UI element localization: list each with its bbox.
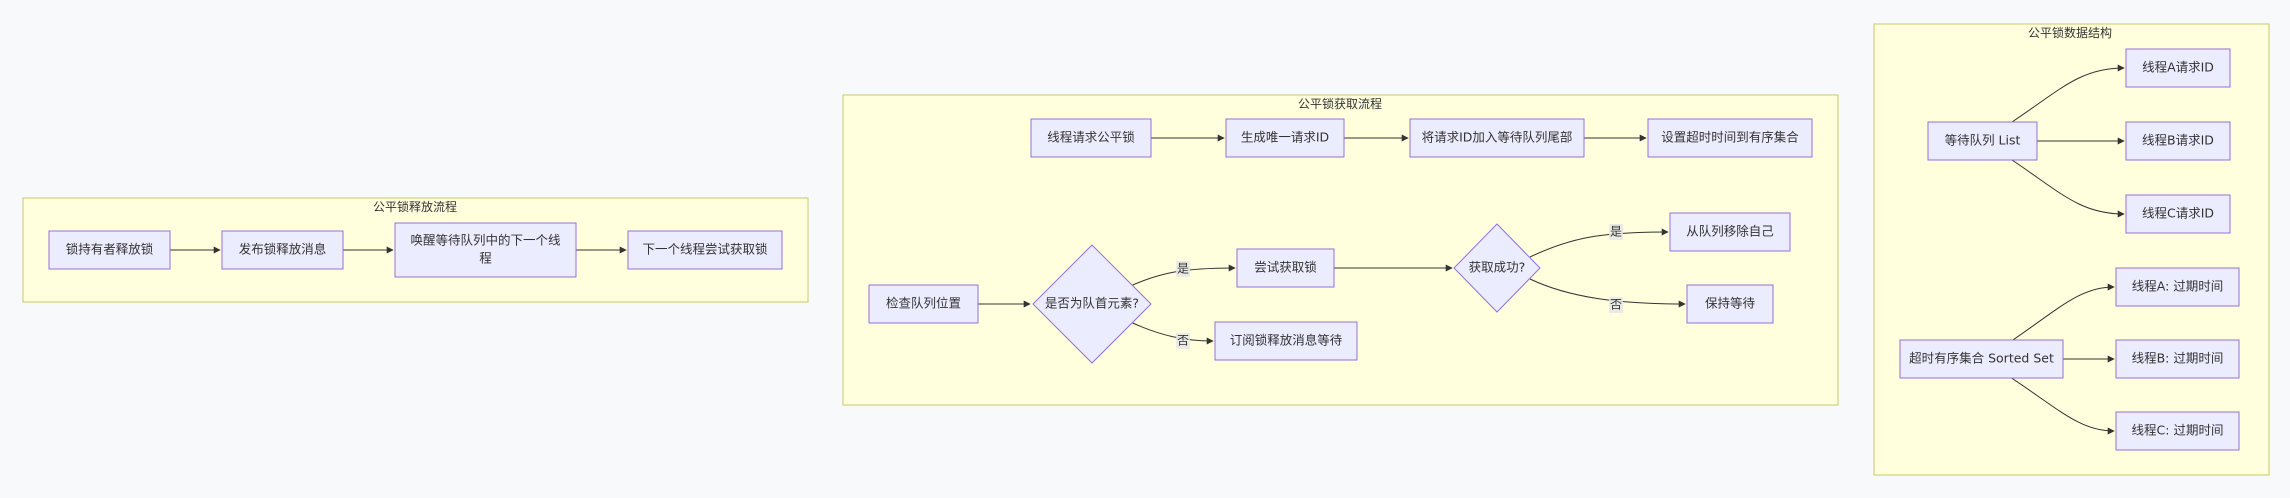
svg-text:线程C请求ID: 线程C请求ID [2142,206,2214,221]
edge-success-yes [1529,228,1669,258]
node-keep-waiting: 保持等待 [1686,284,1774,324]
node-set-timeout: 设置超时时间到有序集合 [1647,118,1813,158]
svg-text:设置超时时间到有序集合: 设置超时时间到有序集合 [1661,130,1799,145]
edge-label-success-no: 否 [1610,298,1622,312]
node-wake-next-thread: 唤醒等待队列中的下一个线 程 [394,222,577,278]
edge-set-to-a [2009,283,2115,343]
node-request-fair-lock: 线程请求公平锁 [1030,118,1152,158]
svg-text:下一个线程尝试获取锁: 下一个线程尝试获取锁 [642,242,768,257]
edge-labels: 是 否 是 否 [1176,224,1623,349]
edge-set-to-c [2009,376,2115,435]
cluster-data-structure: 公平锁数据结构 [1873,23,2270,476]
svg-text:超时有序集合 Sorted Set: 超时有序集合 Sorted Set [1909,351,2054,366]
node-wait-queue-list: 等待队列 List [1927,121,2038,161]
node-thread-b-expiry: 线程B: 过期时间 [2115,339,2240,379]
node-remove-self: 从队列移除自己 [1669,212,1791,252]
cluster-acquire-title: 公平锁获取流程 [1298,96,1382,111]
cluster-structure-title: 公平锁数据结构 [2028,25,2112,40]
node-check-queue-position: 检查队列位置 [868,284,979,324]
svg-text:将请求ID加入等待队列尾部: 将请求ID加入等待队列尾部 [1422,130,1573,145]
edge-ishead-yes [1125,264,1236,289]
svg-text:尝试获取锁: 尝试获取锁 [1254,260,1317,275]
svg-text:线程请求公平锁: 线程请求公平锁 [1047,130,1135,145]
node-enqueue-request-id: 将请求ID加入等待队列尾部 [1409,118,1585,158]
edge-list-to-a [2011,64,2125,123]
edge-label-success-yes: 是 [1610,225,1622,239]
svg-text:线程A: 过期时间: 线程A: 过期时间 [2132,279,2224,294]
svg-text:线程B: 过期时间: 线程B: 过期时间 [2132,351,2224,366]
svg-text:从队列移除自己: 从队列移除自己 [1686,224,1774,239]
edge-success-no [1529,278,1686,308]
edge-ishead-no [1125,319,1214,345]
svg-text:线程C: 过期时间: 线程C: 过期时间 [2132,423,2224,438]
svg-text:订阅锁释放消息等待: 订阅锁释放消息等待 [1230,333,1343,348]
node-timeout-sorted-set: 超时有序集合 Sorted Set [1899,339,2064,379]
node-thread-a-request-id: 线程A请求ID [2125,48,2231,88]
svg-text:线程B请求ID: 线程B请求ID [2142,133,2214,148]
svg-text:是否为队首元素?: 是否为队首元素? [1045,296,1139,311]
node-thread-c-request-id: 线程C请求ID [2125,194,2231,234]
svg-text:获取成功?: 获取成功? [1469,260,1526,275]
node-thread-a-expiry: 线程A: 过期时间 [2115,267,2240,307]
svg-text:锁持有者释放锁: 锁持有者释放锁 [66,242,154,257]
node-thread-c-expiry: 线程C: 过期时间 [2115,411,2240,451]
svg-text:等待队列 List: 等待队列 List [1945,133,2021,148]
node-is-head-decision: 是否为队首元素? [1032,244,1152,364]
node-publish-release-msg: 发布锁释放消息 [221,230,344,270]
edge-list-to-c [2011,159,2125,218]
svg-text:发布锁释放消息: 发布锁释放消息 [239,242,327,257]
node-success-decision: 获取成功? [1453,223,1541,313]
svg-text:程: 程 [479,251,492,266]
node-next-thread-try: 下一个线程尝试获取锁 [627,230,783,270]
svg-text:唤醒等待队列中的下一个线: 唤醒等待队列中的下一个线 [410,233,561,248]
node-generate-request-id: 生成唯一请求ID [1225,118,1345,158]
node-subscribe-wait: 订阅锁释放消息等待 [1214,321,1358,361]
svg-text:保持等待: 保持等待 [1705,296,1756,311]
node-thread-b-request-id: 线程B请求ID [2125,121,2231,161]
svg-text:生成唯一请求ID: 生成唯一请求ID [1241,130,1329,145]
edges [170,64,2125,435]
node-try-acquire: 尝试获取锁 [1236,248,1335,288]
edge-label-ishead-yes: 是 [1177,262,1189,276]
cluster-release-title: 公平锁释放流程 [373,199,457,214]
node-holder-release: 锁持有者释放锁 [48,230,171,270]
svg-text:检查队列位置: 检查队列位置 [886,296,961,311]
edge-label-ishead-no: 否 [1177,334,1189,348]
svg-text:线程A请求ID: 线程A请求ID [2142,60,2214,75]
